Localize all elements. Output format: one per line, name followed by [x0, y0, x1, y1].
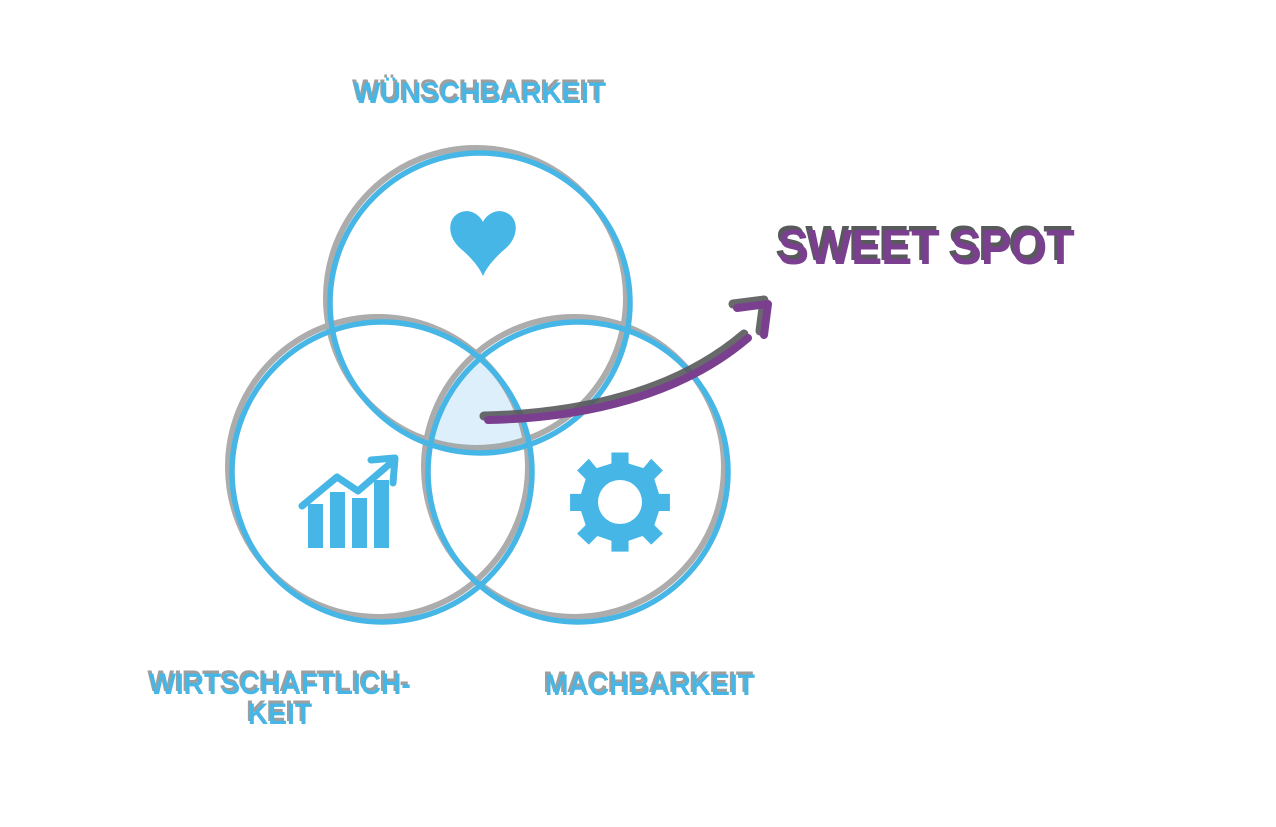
circle-machbarkeit[interactable]: [425, 319, 731, 625]
label-wirtschaftlichkeit: WIRTSCHAFTLICH-KEIT: [73, 670, 487, 730]
circle-wirtschaftlichkeit[interactable]: [229, 319, 535, 625]
circle-wunschbarkeit[interactable]: [327, 150, 633, 456]
label-wirtschaftlichkeit-line1: WIRTSCHAFTLICH-: [149, 668, 411, 701]
growth-chart-icon: [298, 454, 399, 548]
gear-icon: [570, 452, 670, 552]
label-sweet-spot: SWEET SPOT: [778, 221, 1075, 275]
venn-circle-shadows: [225, 145, 727, 620]
label-wirtschaftlichkeit-line2: KEIT: [247, 698, 313, 731]
label-wunschbarkeit: WÜNSCHBARKEIT: [353, 77, 607, 110]
heart-icon: [450, 211, 516, 276]
venn-circles: [229, 150, 731, 625]
curved-arrow-icon: [479, 295, 772, 424]
label-machbarkeit: MACHBARKEIT: [545, 669, 755, 702]
